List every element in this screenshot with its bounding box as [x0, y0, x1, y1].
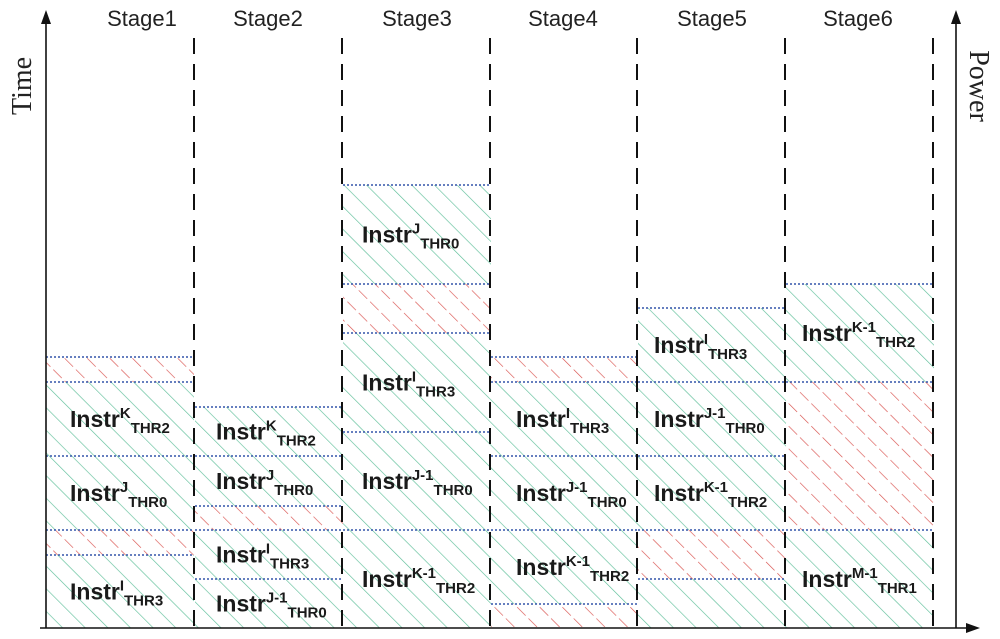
- left-axis-arrow: [41, 10, 51, 24]
- instruction-block-s2-4: [195, 530, 343, 579]
- instr-label-s2-5: InstrJ-1THR0: [216, 590, 327, 622]
- instr-label-s3-1: InstrJTHR0: [362, 221, 459, 253]
- instr-label-s5-3: InstrK-1THR2: [654, 479, 767, 511]
- instruction-block-s2-1: [195, 407, 343, 456]
- stage-label-1: Stage1: [107, 6, 177, 31]
- instruction-block-s1-5: [46, 555, 194, 628]
- instr-label-s5-2: InstrJ-1THR0: [654, 405, 765, 437]
- instr-label-s5-1: InstrITHR3: [654, 331, 747, 363]
- instruction-block-s6-3: [786, 530, 934, 628]
- instruction-block-s1-2: [46, 382, 194, 456]
- instr-label-s1-2: InstrKTHR2: [70, 405, 170, 437]
- stage-label-2: Stage2: [233, 6, 303, 31]
- waste-block-s4-1: [491, 357, 638, 382]
- instruction-block-s5-5: [638, 579, 786, 628]
- waste-block-s1-1: [46, 357, 194, 382]
- instruction-block-s3-3: [343, 333, 491, 432]
- stage-label-3: Stage3: [382, 6, 452, 31]
- instr-label-s4-3: InstrJ-1THR0: [516, 479, 627, 511]
- waste-block-s4-5: [491, 604, 638, 628]
- instr-label-s3-5: InstrK-1THR2: [362, 565, 475, 597]
- instruction-block-s1-3: [46, 456, 194, 530]
- instr-label-s4-2: InstrITHR3: [516, 405, 609, 437]
- instr-label-s6-1: InstrK-1THR2: [802, 319, 915, 351]
- instr-label-s2-1: InstrKTHR2: [216, 418, 316, 450]
- instr-label-s3-3: InstrITHR3: [362, 369, 455, 401]
- stage-labels: Stage1 Stage2 Stage3 Stage4 Stage5 Stage6: [107, 6, 893, 31]
- instruction-block-s4-4: [491, 530, 638, 604]
- blocks-layer: [46, 184, 934, 628]
- instruction-block-s4-2: [491, 382, 638, 456]
- instr-label-s2-2: InstrJTHR0: [216, 467, 313, 499]
- instruction-block-s3-1: [343, 185, 491, 284]
- bottom-axis-arrow: [966, 623, 980, 633]
- waste-block-s6-2: [786, 382, 934, 530]
- time-axis-label: Time: [7, 57, 38, 115]
- stage-label-5: Stage5: [677, 6, 747, 31]
- instruction-block-s5-3: [638, 456, 786, 530]
- power-axis-label: Power: [963, 50, 994, 122]
- instruction-block-s5-2: [638, 382, 786, 456]
- instr-label-s4-4: InstrK-1THR2: [516, 553, 629, 585]
- stage-label-6: Stage6: [823, 6, 893, 31]
- instr-label-s1-3: InstrJTHR0: [70, 479, 167, 511]
- waste-block-s1-4: [46, 530, 194, 555]
- instruction-labels: InstrKTHR2InstrJTHR0InstrITHR3InstrKTHR2…: [70, 221, 917, 622]
- waste-block-s3-2: [343, 284, 491, 333]
- right-axis-arrow: [951, 10, 961, 24]
- instruction-block-s5-1: [638, 308, 786, 382]
- instr-label-s3-4: InstrJ-1THR0: [362, 467, 473, 499]
- waste-block-s2-3: [195, 506, 343, 530]
- instr-label-s6-3: InstrM-1THR1: [802, 565, 917, 597]
- stage-dividers: [193, 38, 934, 626]
- instruction-block-s2-2: [195, 456, 343, 506]
- axes: [40, 10, 980, 633]
- stage-label-4: Stage4: [528, 6, 598, 31]
- instruction-block-s6-1: [786, 284, 934, 382]
- instruction-block-s4-3: [491, 456, 638, 530]
- instr-label-s2-4: InstrITHR3: [216, 541, 309, 573]
- instruction-block-s3-5: [343, 530, 491, 628]
- instruction-block-s3-4: [343, 432, 491, 530]
- waste-block-s5-4: [638, 530, 786, 579]
- instruction-block-s2-5: [195, 579, 343, 628]
- instr-label-s1-5: InstrITHR3: [70, 578, 163, 610]
